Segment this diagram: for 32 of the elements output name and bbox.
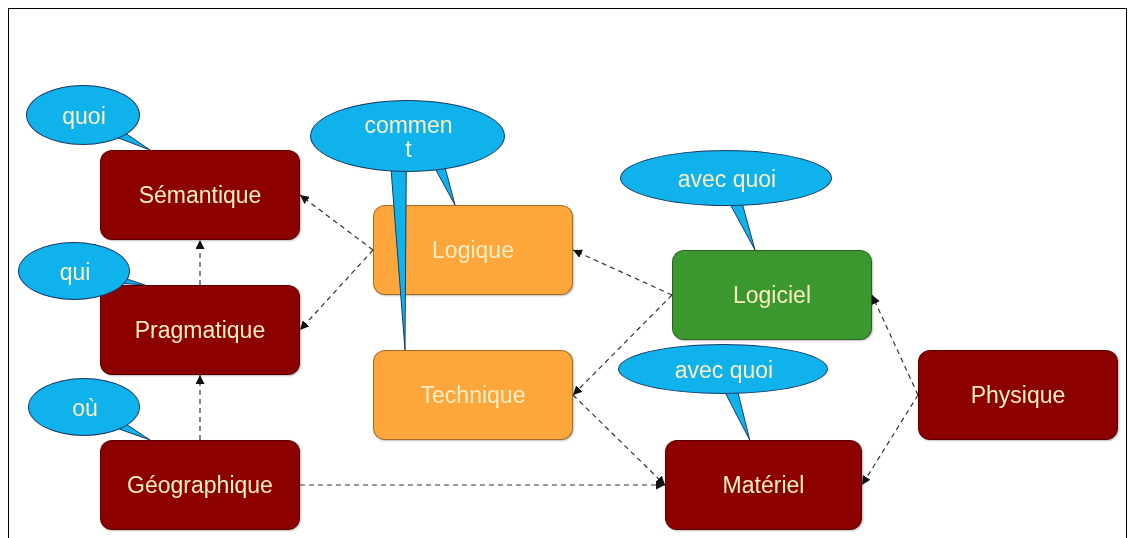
dashed-arrow — [299, 194, 374, 251]
dashed-arrow — [871, 294, 919, 396]
dashed-arrow — [572, 294, 673, 396]
rounded-box — [100, 440, 300, 530]
box-label: Géographique — [127, 471, 273, 499]
dashed-arrow — [299, 249, 374, 331]
box-label: Sémantique — [138, 181, 262, 209]
bubble-text: où — [72, 396, 98, 420]
rounded-box — [665, 440, 862, 530]
bubble-text: avec quoi — [674, 358, 774, 382]
box-label: Technique — [420, 381, 526, 409]
dashed-arrow — [861, 394, 919, 486]
dashed-arrow — [195, 239, 205, 286]
bubble-text: comment — [363, 113, 454, 161]
box-label: Logiciel — [733, 281, 811, 309]
rounded-box — [918, 350, 1118, 440]
bubble-text: avec quoi — [677, 167, 777, 191]
box-label: Physique — [970, 381, 1066, 409]
dashed-arrow — [195, 374, 205, 441]
rounded-box — [672, 250, 872, 340]
rounded-box — [100, 150, 300, 240]
box-label: Pragmatique — [134, 316, 266, 344]
dashed-arrow — [572, 249, 673, 296]
box-label: Matériel — [722, 471, 805, 499]
bubble-text: quoi — [62, 104, 106, 128]
rounded-box — [373, 350, 573, 440]
dashed-arrow — [572, 394, 666, 486]
rounded-box — [373, 205, 573, 295]
rounded-box — [100, 285, 300, 375]
box-label: Logique — [432, 236, 514, 264]
dashed-arrow — [299, 480, 666, 490]
bubble-text: qui — [59, 260, 91, 284]
